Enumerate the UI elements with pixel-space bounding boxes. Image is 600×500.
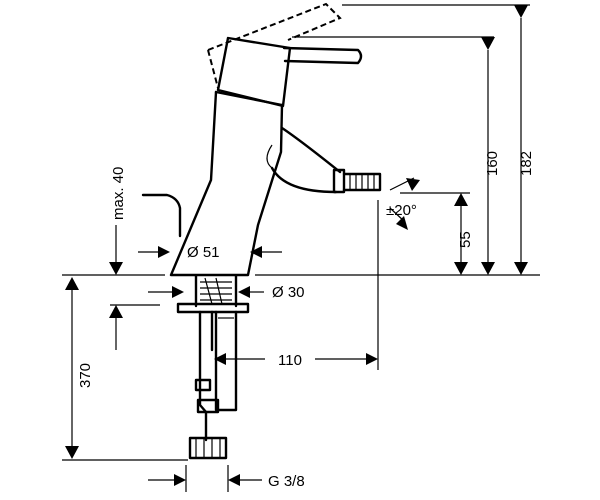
- dim-swivel-angle: ±20°: [386, 177, 420, 230]
- dim-160: 160: [481, 37, 501, 275]
- dim-370: 370: [65, 277, 94, 459]
- dim-max-40: max. 40: [109, 167, 127, 350]
- spout-nozzle: [332, 168, 382, 194]
- pop-up-rod: [141, 193, 182, 238]
- dim-diameter-51: Ø 51: [138, 244, 282, 261]
- lever-handle: [207, 2, 363, 108]
- dim-110: 110: [214, 352, 378, 369]
- mounting-assembly: [176, 274, 250, 460]
- dim-diameter-30: Ø 30: [148, 284, 305, 301]
- dim-160-label: 160: [484, 151, 501, 176]
- dim-swivel-angle-label: ±20°: [386, 202, 417, 219]
- dim-g-3-8: G 3/8: [148, 473, 305, 490]
- dim-max-40-label: max. 40: [110, 167, 127, 220]
- dim-110-label: 110: [278, 352, 302, 369]
- extension-lines: [62, 4, 540, 492]
- dim-55: 55: [454, 193, 474, 275]
- dim-diameter-30-label: Ø 30: [272, 284, 305, 301]
- dim-g-3-8-label: G 3/8: [268, 473, 305, 490]
- dim-182: 182: [514, 5, 535, 275]
- dim-182-label: 182: [518, 151, 535, 176]
- dim-55-label: 55: [457, 231, 474, 248]
- dim-370-label: 370: [77, 363, 94, 388]
- faucet-body: [169, 90, 382, 277]
- dim-diameter-51-label: Ø 51: [187, 244, 220, 261]
